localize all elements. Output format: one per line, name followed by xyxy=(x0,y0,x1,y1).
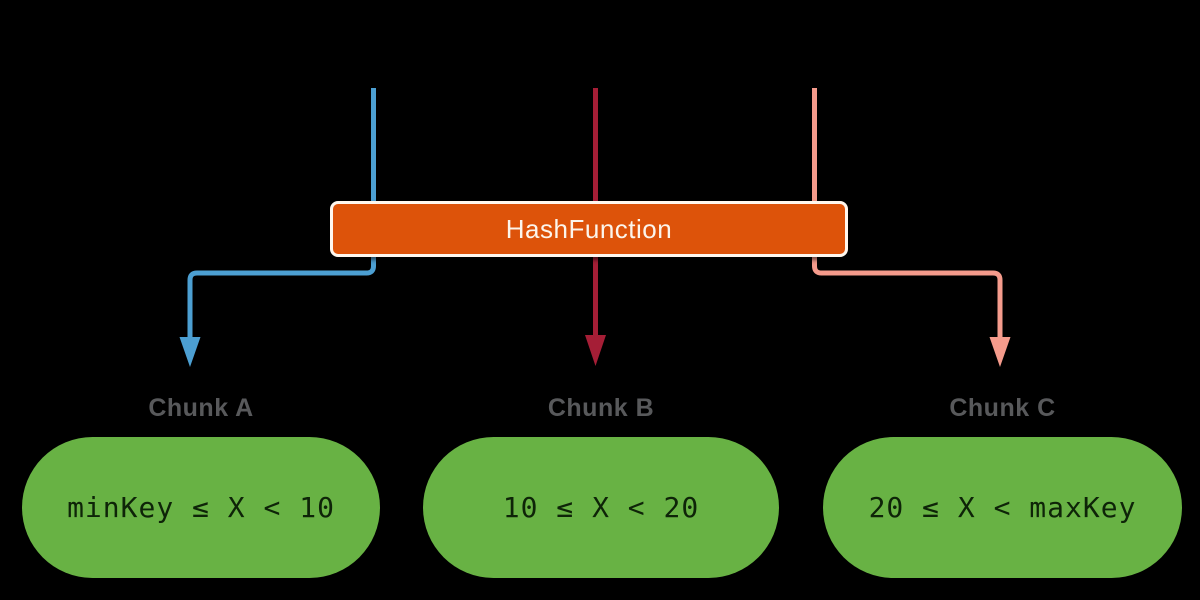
arrow-b-arrowhead-icon xyxy=(585,335,606,366)
chunk-b-pill: 10 ≤ X < 20 xyxy=(423,437,779,578)
arrow-a-elbow-line xyxy=(187,256,376,339)
chunk-c-group: Chunk C 20 ≤ X < maxKey xyxy=(823,394,1182,578)
chunk-a-pill: minKey ≤ X < 10 xyxy=(22,437,380,578)
chunk-c-pill: 20 ≤ X < maxKey xyxy=(823,437,1182,578)
hash-function-box: HashFunction xyxy=(330,201,848,257)
chunk-c-range: 20 ≤ X < maxKey xyxy=(868,491,1137,524)
chunk-c-title: Chunk C xyxy=(949,394,1056,422)
chunk-b-title: Chunk B xyxy=(547,394,655,422)
chunk-a-group: Chunk A minKey ≤ X < 10 xyxy=(22,394,380,578)
chunk-b-group: Chunk B 10 ≤ X < 20 xyxy=(423,394,779,578)
chunk-a-title: Chunk A xyxy=(148,394,254,422)
arrow-c-arrowhead-icon xyxy=(989,337,1011,367)
chunk-a-range: minKey ≤ X < 10 xyxy=(67,491,335,524)
arrow-a-arrowhead-icon xyxy=(179,337,201,367)
hash-function-label: HashFunction xyxy=(505,213,673,244)
chunk-b-range: 10 ≤ X < 20 xyxy=(502,491,700,524)
arrow-c-elbow-line xyxy=(812,256,1003,339)
